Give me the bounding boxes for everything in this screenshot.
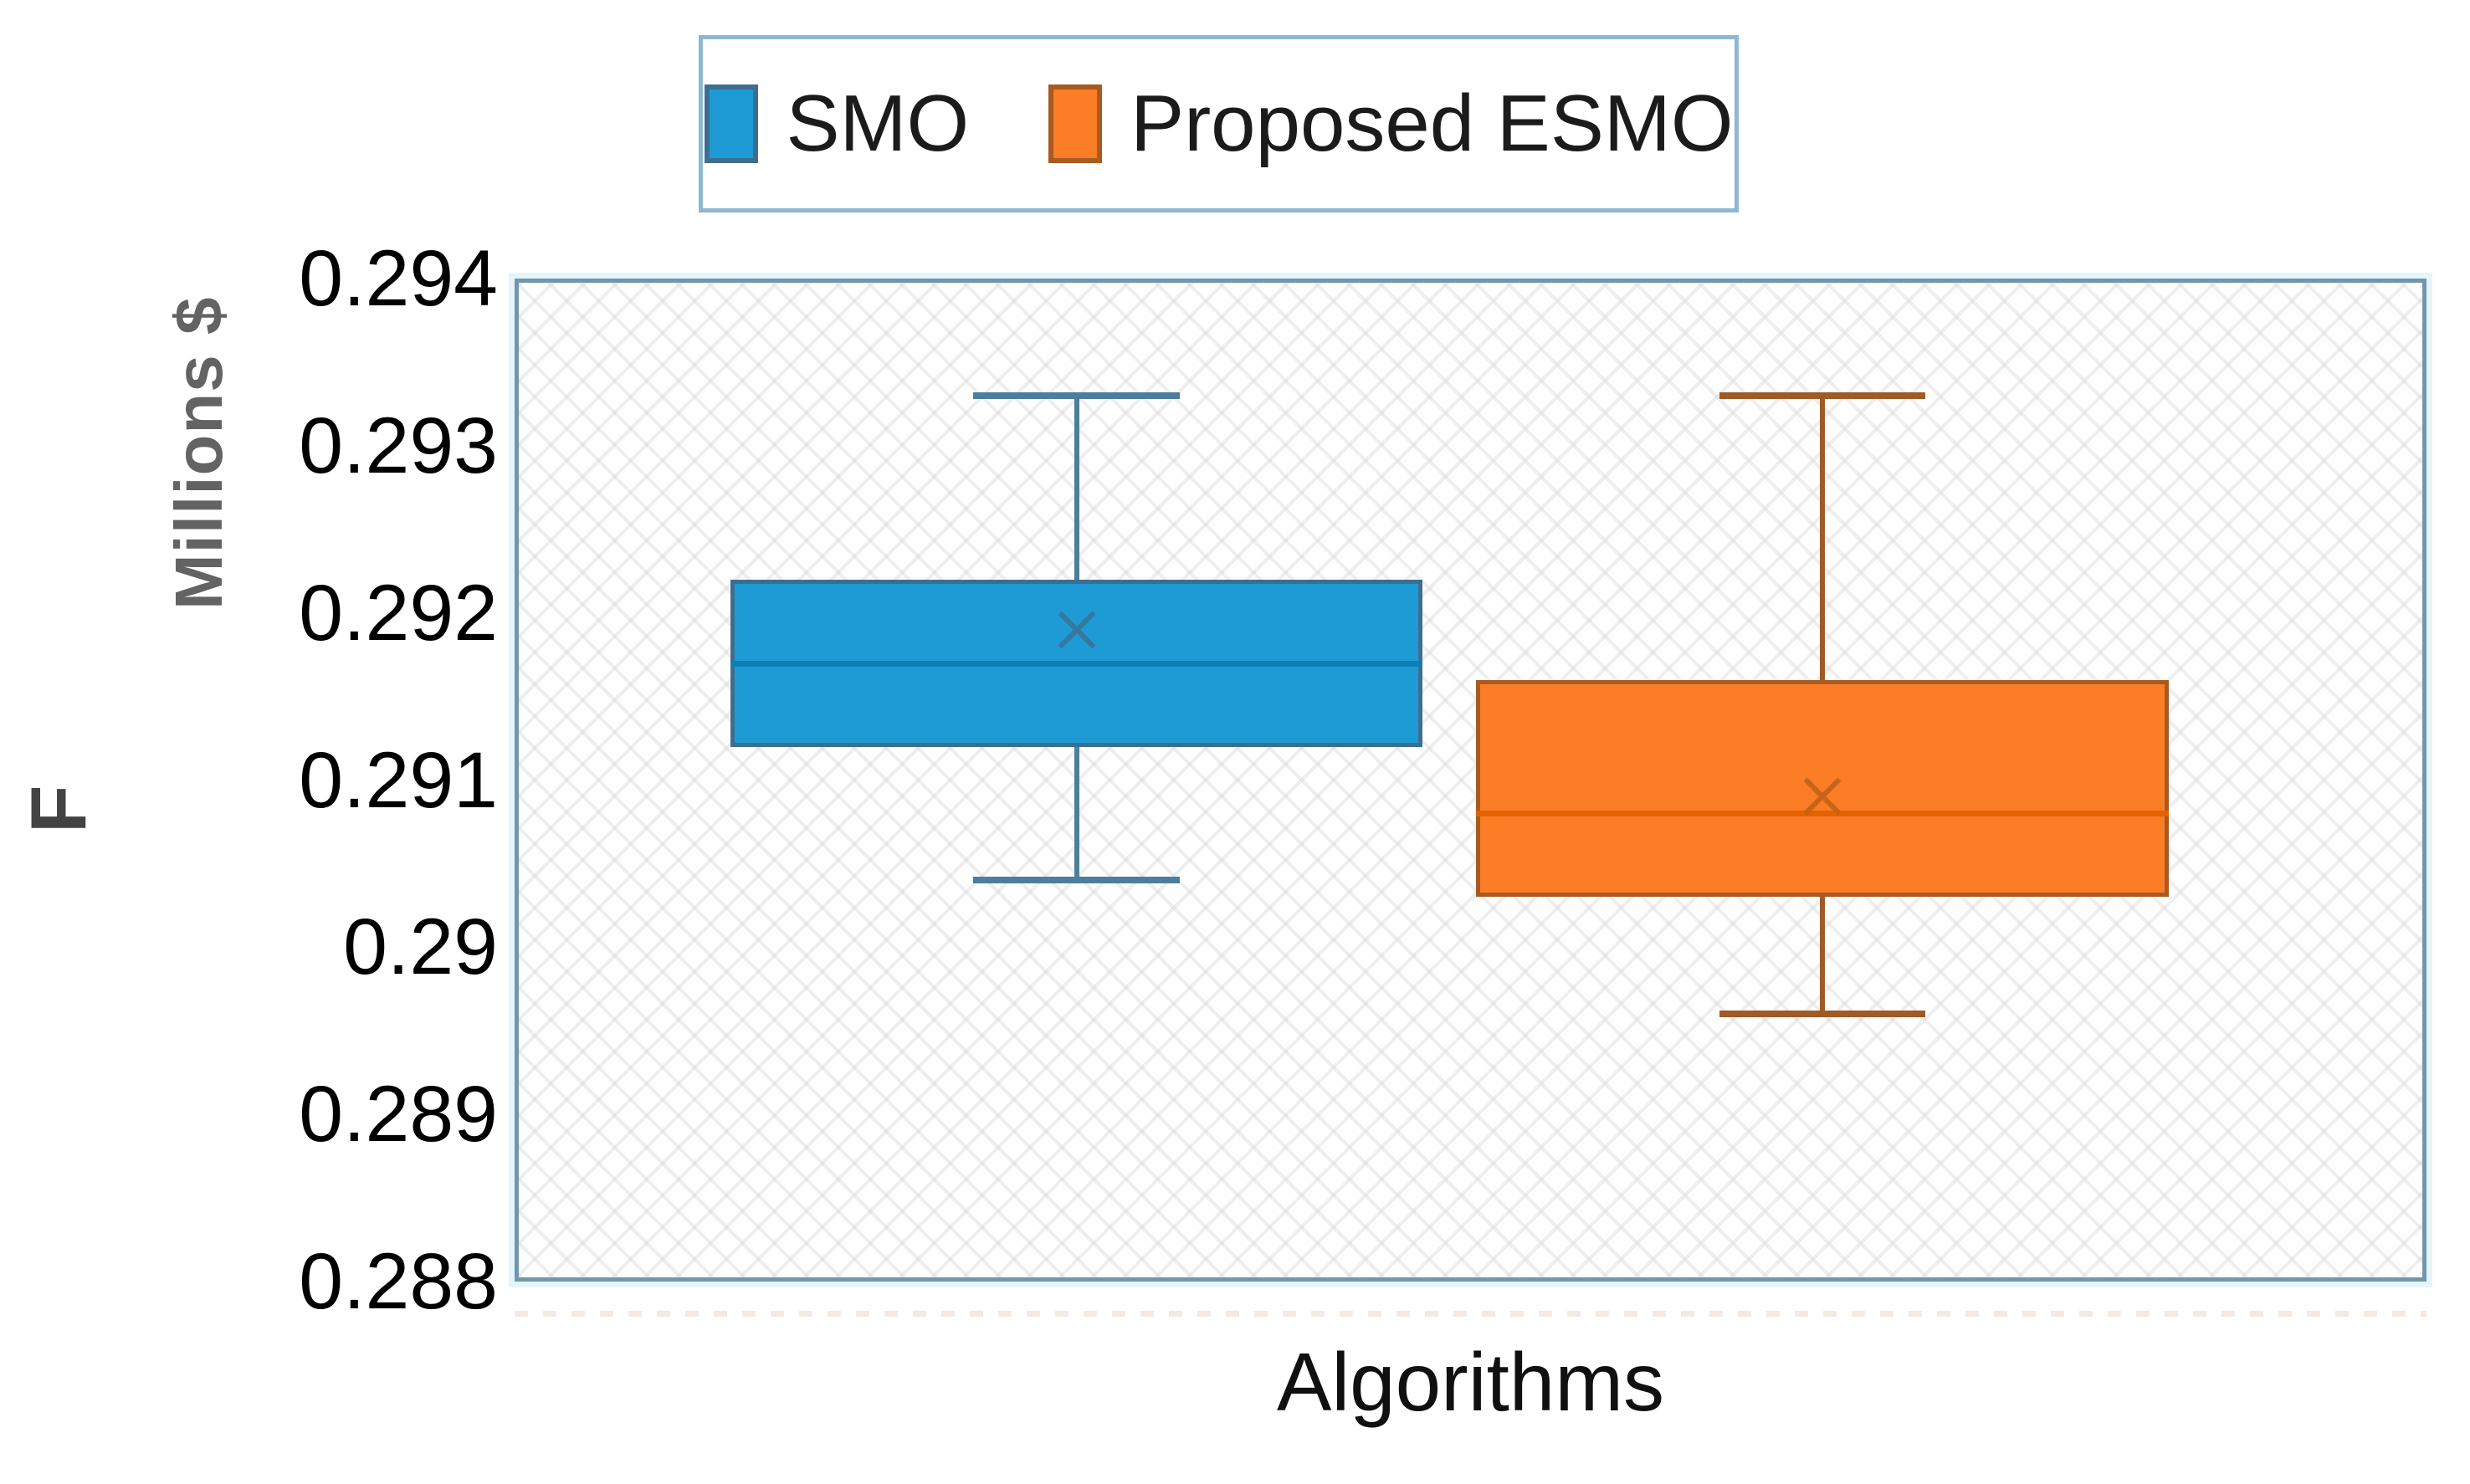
- whisker-upper-line: [1819, 395, 1825, 680]
- legend-item-proposed-esmo: Proposed ESMO: [1048, 78, 1734, 170]
- whisker-lower-cap: [1719, 1011, 1926, 1018]
- legend-item-smo: SMO: [704, 78, 970, 170]
- legend-label: SMO: [786, 79, 970, 168]
- y-axis-title: Millions $: [161, 296, 236, 611]
- mean-x-marker: [1798, 772, 1847, 821]
- whisker-upper-cap: [1719, 391, 1926, 399]
- x-axis-title: Algorithms: [1277, 1336, 1664, 1428]
- x-axis-tick-dashes: [515, 1311, 2426, 1317]
- iqr-box: [1476, 679, 2169, 898]
- y-tick-label: 0.289: [299, 1070, 498, 1159]
- legend: SMO Proposed ESMO: [699, 35, 1739, 212]
- y-tick-label: 0.292: [299, 568, 498, 658]
- legend-swatch-smo: [704, 84, 758, 163]
- y-tick-label: 0.29: [343, 903, 498, 992]
- y-tick-label: 0.291: [299, 735, 498, 825]
- whisker-lower-line: [1819, 897, 1825, 1015]
- y-axis-side-label: F: [14, 785, 102, 834]
- whisker-lower-cap: [973, 877, 1181, 884]
- legend-swatch-proposed-esmo: [1048, 84, 1103, 163]
- y-tick-label: 0.288: [299, 1237, 498, 1326]
- whisker-lower-line: [1074, 746, 1079, 881]
- y-tick-label: 0.293: [299, 401, 498, 490]
- median-line: [730, 660, 1423, 667]
- mean-x-marker: [1053, 606, 1101, 654]
- y-tick-label: 0.294: [299, 234, 498, 323]
- median-line: [1476, 811, 2169, 817]
- legend-label: Proposed ESMO: [1130, 79, 1734, 168]
- whisker-upper-line: [1074, 395, 1079, 580]
- whisker-upper-cap: [973, 391, 1181, 399]
